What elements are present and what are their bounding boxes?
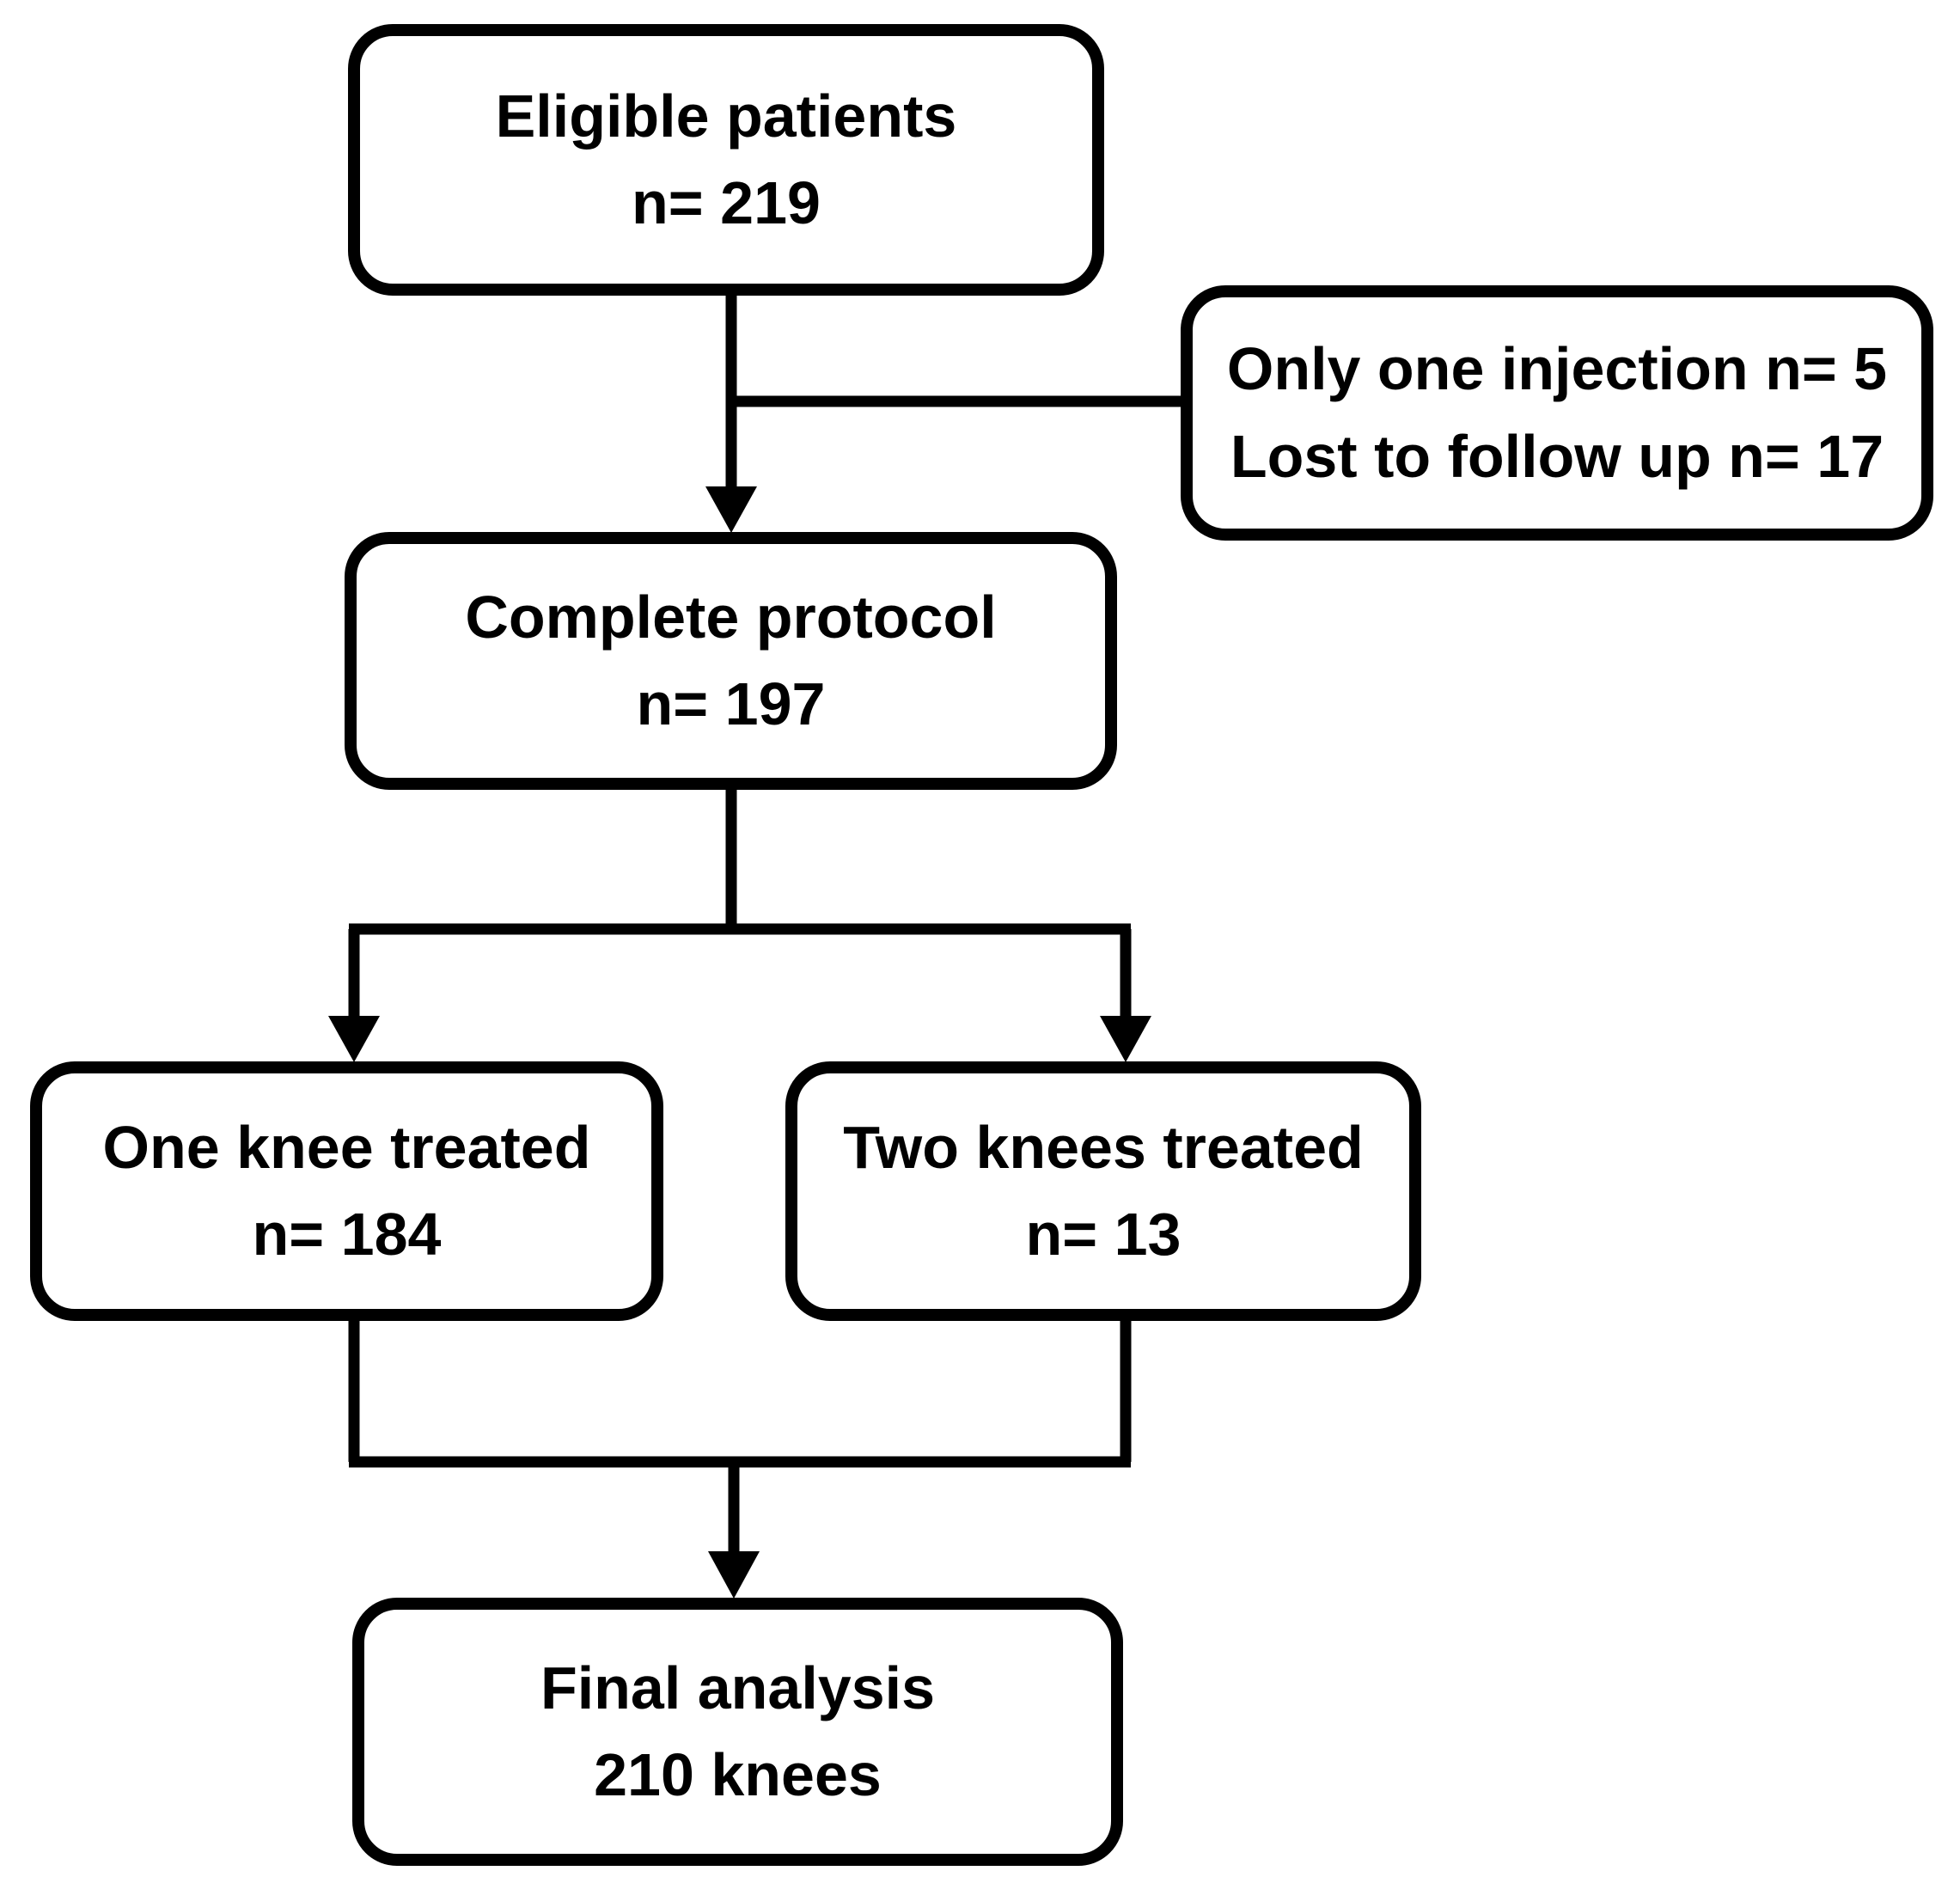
final-analysis-label: Final analysis <box>540 1654 936 1721</box>
arrowhead-into-two-knees <box>1100 1016 1151 1062</box>
one-knee-treated-label: One knee treated <box>102 1113 591 1181</box>
node-two-knees-treated: Two knees treated n= 13 <box>785 1061 1421 1321</box>
two-knees-treated-count: n= 13 <box>1025 1201 1181 1268</box>
node-exclusions: Only one injection n= 5 Lost to follow u… <box>1181 285 1933 541</box>
two-knees-treated-label: Two knees treated <box>843 1113 1364 1181</box>
exclusions-line-one-injection: Only one injection n= 5 <box>1226 335 1888 402</box>
one-knee-treated-count: n= 184 <box>252 1201 442 1268</box>
node-eligible-patients: Eligible patients n= 219 <box>348 24 1104 296</box>
complete-protocol-count: n= 197 <box>636 670 826 737</box>
node-one-knee-treated: One knee treated n= 184 <box>30 1061 663 1321</box>
exclusions-line-lost-follow-up: Lost to follow up n= 17 <box>1230 422 1884 490</box>
arrowhead-into-complete-protocol <box>705 486 757 533</box>
final-analysis-count: 210 knees <box>594 1741 882 1808</box>
arrowhead-into-final-analysis <box>708 1551 760 1599</box>
eligible-patients-count: n= 219 <box>632 169 821 236</box>
node-complete-protocol: Complete protocol n= 197 <box>345 532 1117 790</box>
complete-protocol-label: Complete protocol <box>465 583 997 651</box>
arrowhead-into-one-knee <box>328 1016 380 1062</box>
eligible-patients-label: Eligible patients <box>495 82 957 150</box>
node-final-analysis: Final analysis 210 knees <box>352 1598 1123 1866</box>
